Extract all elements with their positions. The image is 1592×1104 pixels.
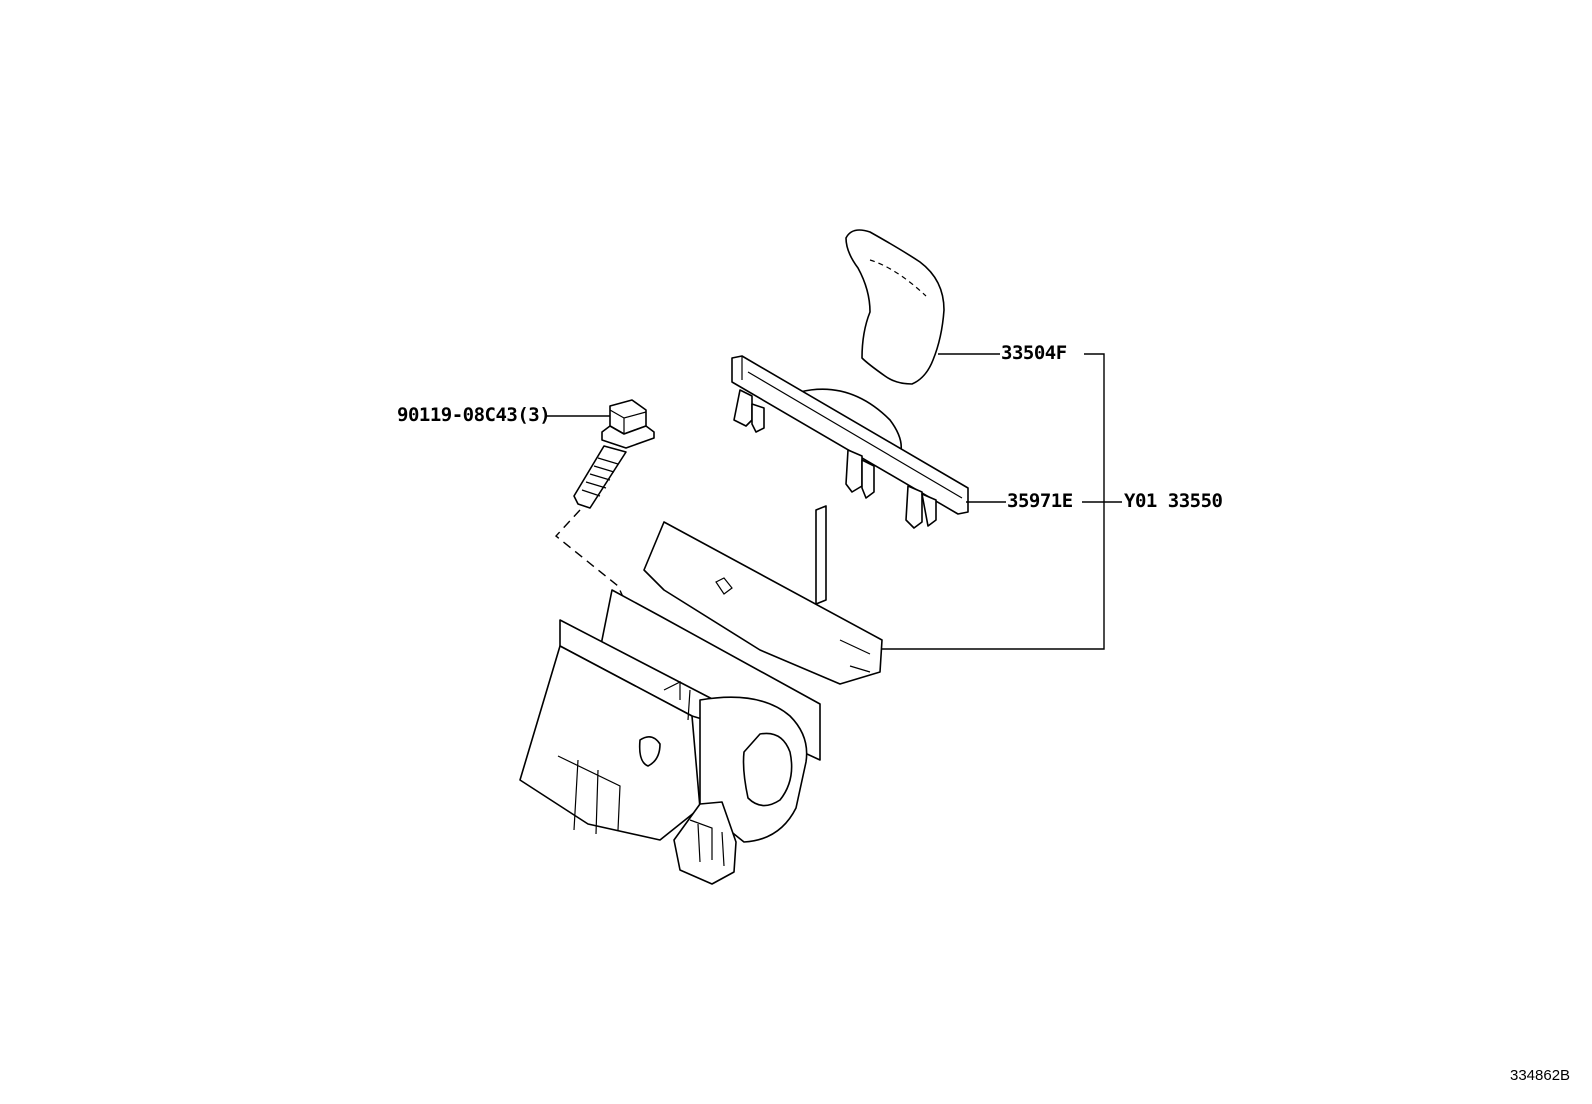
part-label-bolt: 90119-08C43(3)	[397, 404, 551, 426]
part-label-plate: 35971E	[1007, 490, 1073, 512]
part-label-knob: 33504F	[1001, 342, 1067, 364]
shift-lever-assembly-drawing	[519, 505, 883, 885]
figure-reference: 334862B	[1510, 1067, 1571, 1084]
shift-knob-drawing	[845, 229, 945, 385]
cover-plate-drawing	[731, 355, 969, 529]
leader-lines	[546, 353, 1122, 650]
part-label-assembly: Y01 33550	[1124, 490, 1223, 512]
flange-bolt-drawing	[554, 399, 655, 609]
